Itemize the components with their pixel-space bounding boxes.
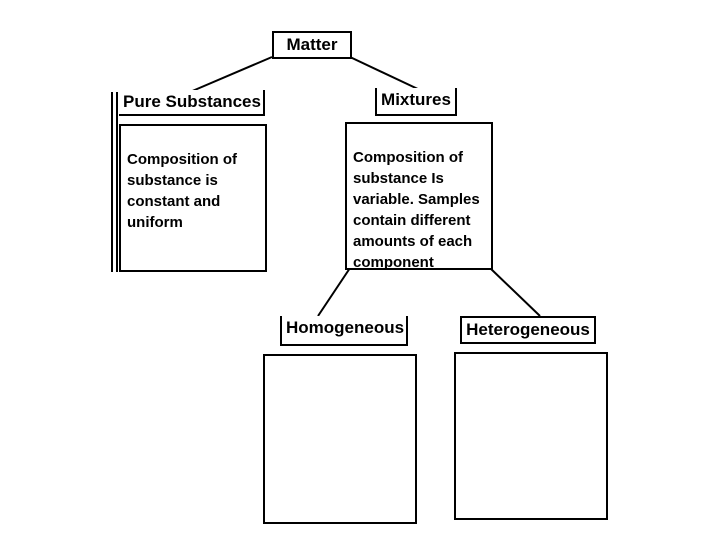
homogeneous-empty-box (263, 354, 417, 524)
pure-substances-node: Pure Substances (119, 90, 265, 116)
mixtures-node: Mixtures (375, 88, 457, 116)
heterogeneous-empty-box (454, 352, 608, 520)
mixtures-description-box: Composition of substance Is variable. Sa… (345, 122, 493, 271)
mixtures-label: Mixtures (381, 90, 451, 109)
pure-substances-description-box: Composition of substance is constant and… (119, 124, 267, 272)
mixtures-description: Composition of substance Is variable. Sa… (353, 149, 480, 271)
connector-mixtures-heterogeneous (489, 267, 541, 317)
homogeneous-label: Homogeneous (286, 318, 405, 337)
matter-node: Matter (272, 31, 352, 59)
pure-substances-description: Composition of substance is constant and… (127, 151, 237, 231)
connector-matter-pure (189, 56, 273, 93)
connector-mixtures-homogeneous (317, 267, 351, 317)
connector-matter-mixtures (349, 56, 421, 91)
heterogeneous-label: Heterogeneous (466, 320, 590, 339)
heterogeneous-node: Heterogeneous (460, 316, 596, 344)
matter-label: Matter (286, 35, 338, 54)
pure-substances-label: Pure Substances (123, 92, 261, 111)
homogeneous-node: Homogeneous (280, 316, 408, 346)
